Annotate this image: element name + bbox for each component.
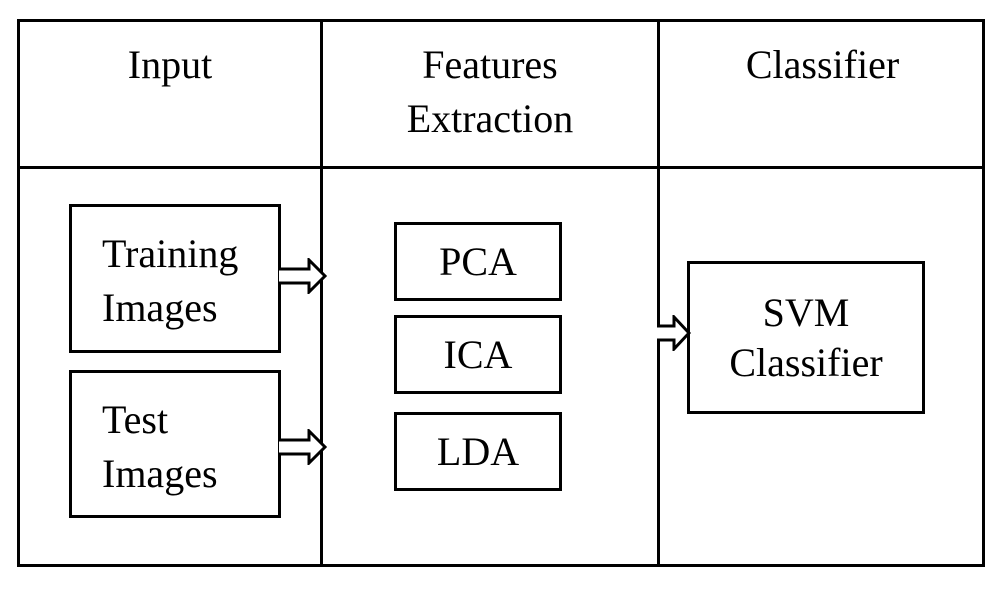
header-features-line2: Extraction bbox=[406, 96, 574, 141]
training-images-line1: Training bbox=[102, 231, 239, 276]
lda-label: LDA bbox=[436, 428, 520, 474]
header-divider bbox=[17, 166, 985, 169]
header-input: Input bbox=[20, 38, 320, 92]
header-features-line1: Features bbox=[422, 42, 558, 87]
test-images-box: Test Images bbox=[69, 370, 281, 518]
header-classifier: Classifier bbox=[660, 38, 985, 92]
diagram-frame bbox=[17, 19, 985, 567]
arrow-training-to-features-icon bbox=[279, 258, 327, 294]
column-divider-1 bbox=[320, 19, 323, 567]
training-images-line2: Images bbox=[102, 285, 218, 330]
training-images-box: Training Images bbox=[69, 204, 281, 353]
arrow-test-to-features-icon bbox=[279, 429, 327, 465]
svm-line1: SVM bbox=[762, 289, 850, 335]
pca-label: PCA bbox=[439, 238, 517, 284]
ica-box: ICA bbox=[394, 315, 562, 394]
header-classifier-label: Classifier bbox=[745, 42, 900, 87]
test-images-line2: Images bbox=[102, 451, 218, 496]
svm-line2: Classifier bbox=[729, 339, 883, 385]
ica-label: ICA bbox=[443, 331, 513, 377]
column-divider-2 bbox=[657, 19, 660, 567]
pca-box: PCA bbox=[394, 222, 562, 301]
test-images-line1: Test bbox=[102, 397, 169, 442]
svm-classifier-box: SVM Classifier bbox=[687, 261, 925, 414]
header-input-label: Input bbox=[127, 42, 213, 87]
lda-box: LDA bbox=[394, 412, 562, 491]
header-features-extraction: Features Extraction bbox=[323, 38, 657, 146]
arrow-features-to-classifier-icon bbox=[657, 315, 691, 351]
